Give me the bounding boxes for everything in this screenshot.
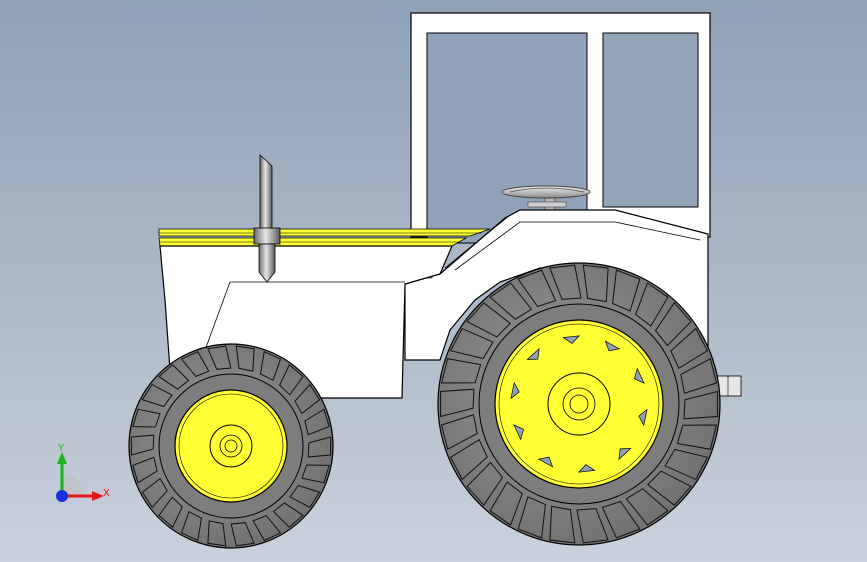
y-arrow-head <box>57 452 67 464</box>
tread-lug <box>230 522 255 547</box>
tread-lug <box>664 448 709 481</box>
rim-window <box>562 335 581 344</box>
front-wheel <box>128 343 334 549</box>
steering-wheel <box>501 185 591 211</box>
tread-lug <box>207 520 227 547</box>
tread-lug <box>301 464 330 484</box>
z-axis-dot <box>56 490 68 502</box>
tread-lug <box>130 434 155 456</box>
tread-lug <box>601 500 641 539</box>
hood-stripes <box>158 228 491 247</box>
tread-lug <box>141 477 168 509</box>
rim-window <box>513 424 524 441</box>
tread-lug <box>670 327 709 370</box>
tread-lug <box>680 357 717 394</box>
tread-lug <box>517 269 557 308</box>
rim-window <box>510 381 520 400</box>
tread-lug <box>582 264 609 303</box>
tread-lug <box>440 388 475 418</box>
rim-window <box>604 340 621 352</box>
tread-lug <box>549 264 582 300</box>
tread-lug <box>549 505 576 544</box>
tread-lug <box>676 424 718 450</box>
rim-window <box>537 456 554 468</box>
axle-center <box>224 439 238 453</box>
cab-frame <box>410 12 711 244</box>
tread-lug <box>612 269 641 312</box>
tread-lug <box>132 456 158 484</box>
rim-window <box>577 464 596 473</box>
tread-lug <box>440 358 482 384</box>
rear-wheel <box>437 262 721 546</box>
tread-lug <box>259 350 282 382</box>
tread-lug <box>180 351 210 377</box>
tread-lug <box>449 327 494 360</box>
tread-lug <box>304 408 330 436</box>
tread-lug <box>466 302 511 338</box>
tread-lug <box>647 470 692 506</box>
axle-center <box>569 394 589 414</box>
tread-lug <box>489 481 523 526</box>
rim-edge <box>498 323 660 485</box>
tread-lug <box>635 282 669 327</box>
tread-lug <box>252 515 282 541</box>
triad-x-label: X <box>103 488 110 499</box>
tread-lug <box>625 488 669 526</box>
exhaust-pipe <box>253 154 281 283</box>
triad-plane-shade <box>62 474 84 496</box>
tread-lug <box>180 510 203 542</box>
tread-lug <box>654 301 692 347</box>
rim-window <box>634 367 645 384</box>
tread-lug <box>158 496 183 529</box>
rim-window <box>618 448 632 461</box>
tread-lug <box>279 363 304 396</box>
tread-lug <box>132 408 161 428</box>
tread-lug <box>683 390 718 420</box>
axis-triad <box>56 452 104 502</box>
tread-lug <box>466 461 504 507</box>
tread-lug <box>307 436 332 458</box>
rim-edge <box>178 393 284 499</box>
x-arrow-head <box>92 491 104 501</box>
rim-window <box>526 347 540 360</box>
tread-lug <box>235 345 255 372</box>
tread-lug <box>576 508 609 544</box>
tread-lug <box>207 345 232 370</box>
tread-lug <box>294 383 321 415</box>
tread-lug <box>441 414 478 451</box>
tread-lug <box>158 364 190 390</box>
tread-lug <box>517 496 546 539</box>
tread-lug <box>489 282 533 320</box>
tread-lug <box>141 383 173 408</box>
tread-lug <box>272 502 304 528</box>
triad-y-label: Y <box>58 443 65 454</box>
tread-lug <box>289 484 321 509</box>
tread-lug <box>449 438 488 481</box>
rim-window <box>638 408 648 427</box>
